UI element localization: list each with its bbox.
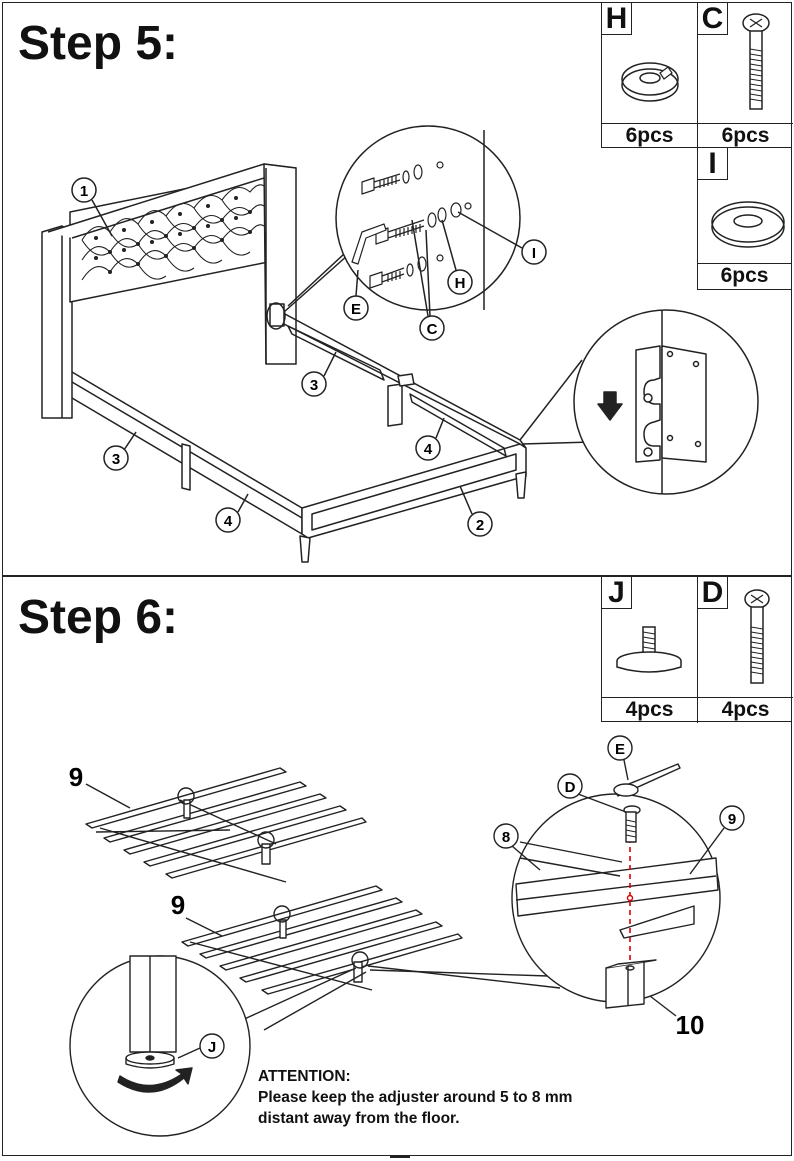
- lock-washer-icon: [621, 62, 679, 102]
- callout-e-step6: E: [615, 741, 625, 758]
- part-c-qty: 6pcs: [698, 123, 793, 149]
- callout-3-right: 3: [310, 377, 318, 394]
- step5-bed-assembly-diagram: 1 3 4 2 3 4 E C H I: [41, 125, 759, 563]
- part-i-letter: I: [698, 148, 728, 180]
- step6-frame: [2, 576, 792, 1156]
- part-i-qty: 6pcs: [698, 263, 791, 289]
- callout-c: C: [427, 321, 438, 338]
- attention-line-1: Please keep the adjuster around 5 to 8 m…: [258, 1089, 573, 1106]
- label-10: 10: [676, 1010, 705, 1040]
- part-j-cell: J 4pcs: [602, 577, 698, 723]
- part-j-qty: 4pcs: [602, 697, 697, 723]
- part-h-qty: 6pcs: [602, 123, 697, 149]
- part-c-letter: C: [698, 3, 728, 35]
- callout-4-left: 4: [224, 513, 233, 530]
- step5-parts-bottom: I 6pcs: [697, 147, 792, 290]
- callout-2: 2: [476, 517, 484, 534]
- callout-9-zoom: 9: [728, 811, 736, 828]
- callout-j: J: [208, 1039, 216, 1056]
- page-footer-mark: [390, 1156, 410, 1158]
- attention-line-2: distant away from the floor.: [258, 1110, 460, 1127]
- attention-note: ATTENTION: Please keep the adjuster arou…: [258, 1066, 572, 1129]
- adjustable-foot-icon: [616, 626, 682, 673]
- callout-1: 1: [80, 183, 88, 200]
- callout-3-left: 3: [112, 451, 120, 468]
- callout-i: I: [532, 245, 536, 262]
- bolt-icon: [744, 589, 770, 684]
- label-9-lower: 9: [171, 890, 185, 920]
- part-h-letter: H: [602, 3, 632, 35]
- part-d-qty: 4pcs: [698, 697, 793, 723]
- long-bolt-icon: [742, 13, 770, 110]
- part-d-cell: D 4pcs: [698, 577, 793, 723]
- step5-parts-top: H 6pcs C: [601, 2, 793, 149]
- part-h-cell: H 6pcs: [602, 3, 698, 149]
- part-d-letter: D: [698, 577, 728, 609]
- flat-washer-icon: [711, 201, 785, 248]
- step5-title: Step 5:: [18, 17, 179, 70]
- step6-title: Step 6:: [18, 591, 179, 644]
- callout-4-right: 4: [424, 441, 433, 458]
- callout-d: D: [565, 779, 576, 796]
- label-9-upper: 9: [69, 762, 83, 792]
- callout-e: E: [351, 301, 361, 318]
- callout-h: H: [455, 275, 466, 292]
- part-c-cell: C 6pcs: [698, 3, 793, 149]
- callout-8: 8: [502, 829, 510, 846]
- step6-parts: J 4pcs D: [601, 576, 793, 723]
- part-j-letter: J: [602, 577, 632, 609]
- attention-heading: ATTENTION:: [258, 1068, 351, 1085]
